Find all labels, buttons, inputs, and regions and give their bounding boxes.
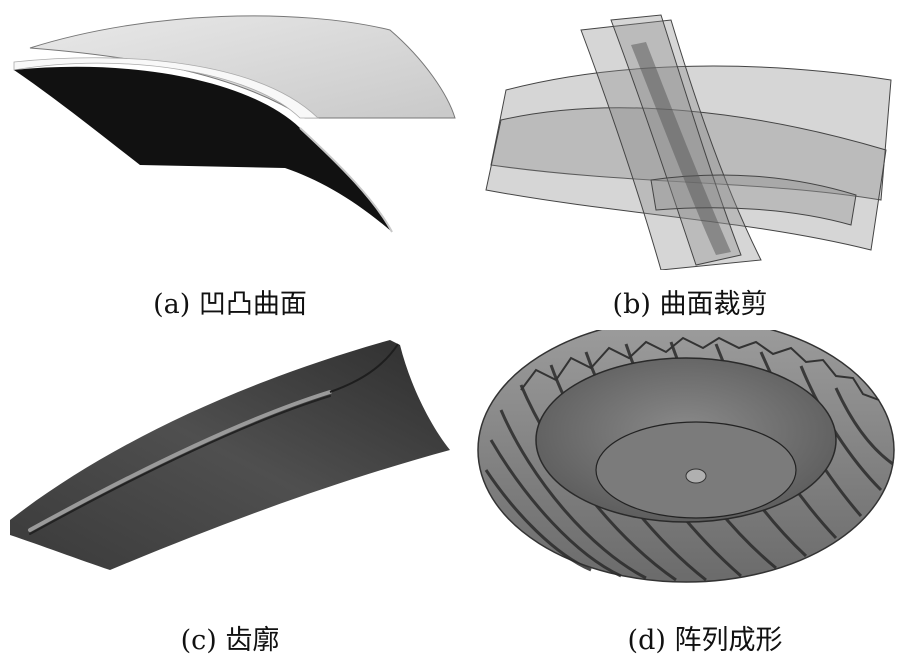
- panel-d-illustration: [461, 330, 922, 610]
- caption-panel-c: (c) 齿廓: [180, 625, 280, 656]
- caption-panel-b: (b) 曲面裁剪: [612, 289, 768, 320]
- panel-c-illustration: [0, 330, 461, 610]
- caption-panel-a: (a) 凹凸曲面: [153, 289, 307, 320]
- panel-a-illustration: [0, 0, 461, 270]
- caption-panel-d: (d) 阵列成形: [627, 625, 783, 656]
- panel-b-illustration: [461, 0, 922, 270]
